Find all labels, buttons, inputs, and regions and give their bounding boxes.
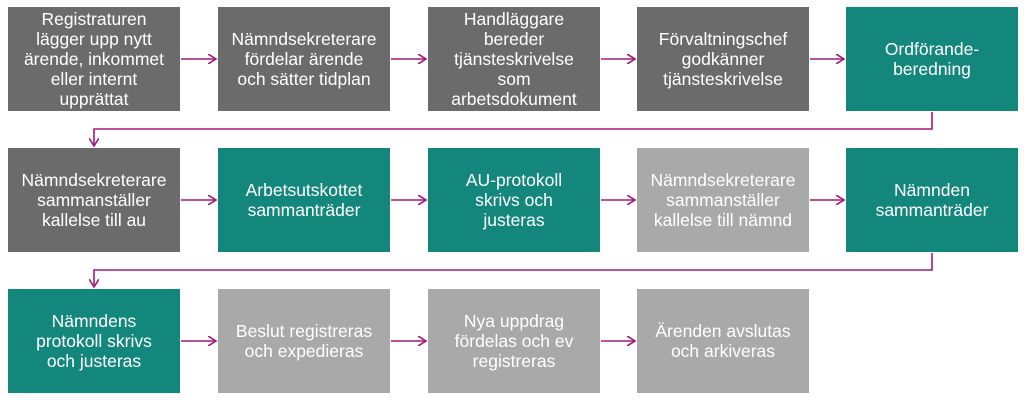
flow-step-6: Nämndsekreterare sammanställer kallelse …	[8, 148, 180, 252]
flow-step-9: Nämndsekreterare sammanställer kallelse …	[637, 148, 809, 252]
flow-step-2: Nämndsekreterare fördelar ärende och sät…	[218, 7, 390, 111]
flow-step-8: AU-protokoll skrivs och justeras	[428, 148, 600, 252]
flow-step-3: Handläggare bereder tjänsteskrivelse som…	[428, 7, 600, 111]
flow-step-1: Registraturen lägger upp nytt ärende, in…	[8, 7, 180, 111]
flow-step-7: Arbetsutskottet sammanträder	[218, 148, 390, 252]
flow-step-10: Nämnden sammanträder	[846, 148, 1018, 252]
flow-step-13: Nya uppdrag fördelas och ev registreras	[428, 289, 600, 393]
flow-step-11: Nämndens protokoll skrivs och justeras	[8, 289, 180, 393]
flow-step-12: Beslut registreras och expedieras	[218, 289, 390, 393]
flow-step-5: Ordförande- beredning	[846, 7, 1018, 111]
flow-step-14: Ärenden avslutas och arkiveras	[637, 289, 809, 393]
arrow-10-11	[94, 253, 933, 287]
arrow-5-6	[94, 112, 933, 146]
flow-step-4: Förvaltningschef godkänner tjänsteskrive…	[637, 7, 809, 111]
